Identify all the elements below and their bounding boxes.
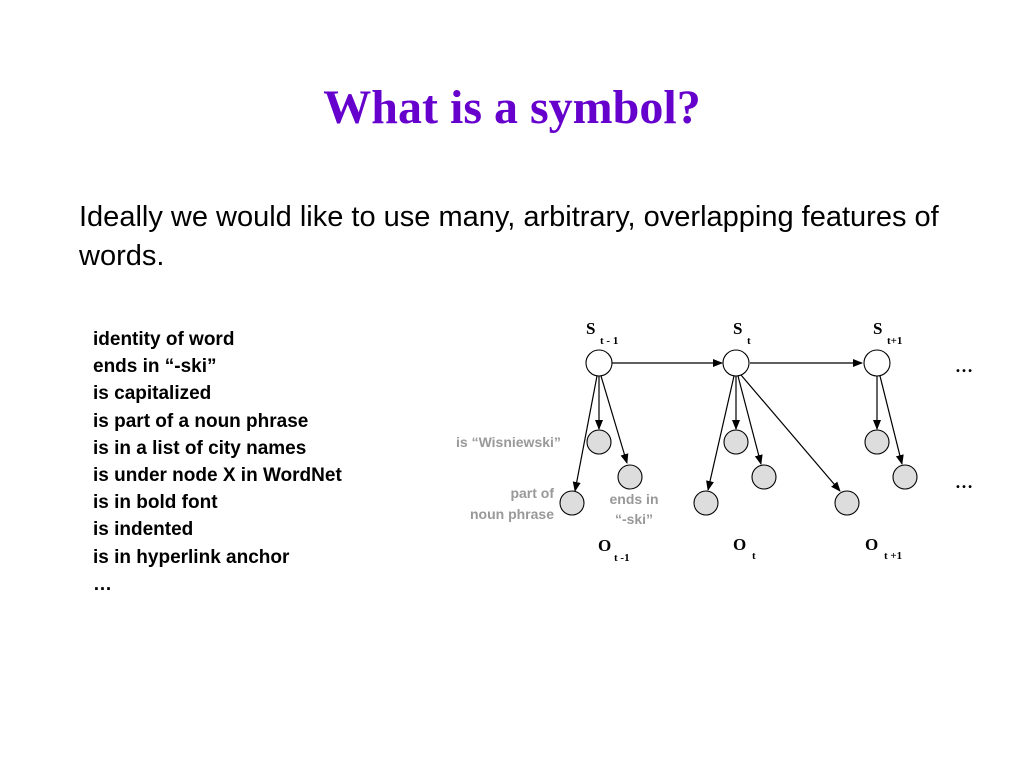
feature-item-ellipsis: … (93, 573, 112, 595)
feature-node-ends-in-ski (617, 464, 643, 490)
state-node-t-plus-1 (863, 349, 891, 377)
feature-label-wisniewski: is “Wisniewski” (456, 434, 561, 450)
feature-node (834, 490, 860, 516)
feature-node-part-of-noun-phrase (559, 490, 585, 516)
feature-item-identity: identity of word (93, 329, 235, 350)
state-label-t-plus-1: S (873, 319, 882, 338)
state-node-t-minus-1 (585, 349, 613, 377)
observation-chain-ellipsis: … (955, 472, 973, 492)
state-node-t (722, 349, 750, 377)
feature-item-hyperlink: is in hyperlink anchor (93, 546, 290, 568)
feature-label-part-of-line1: part of (510, 485, 554, 501)
obs-label-t-plus-1: O (865, 535, 878, 554)
feature-item-wordnet: is under node X in WordNet (93, 465, 342, 487)
obs-subscript-t-minus-1: t -1 (614, 552, 630, 564)
obs-label-t-minus-1: O (598, 536, 611, 555)
state-subscript-t-plus-1: t+1 (887, 335, 902, 347)
feature-node-wisniewski (586, 429, 612, 455)
feature-label-part-of-line2: noun phrase (470, 506, 554, 522)
feature-label-ends-in-line1: ends in (609, 491, 658, 507)
feature-node (723, 429, 749, 455)
emission-edge (879, 375, 904, 465)
feature-node (864, 429, 890, 455)
feature-item-noun-phrase: is part of a noun phrase (93, 410, 309, 432)
emission-edge (572, 375, 598, 492)
feature-item-indented: is indented (93, 519, 194, 541)
state-label-t: S (733, 319, 742, 338)
intro-text: Ideally we would like to use many, arbit… (79, 201, 939, 272)
emission-edge (706, 375, 735, 491)
feature-item-ends-in-ski: ends in “-ski” (93, 356, 217, 378)
obs-label-t: O (733, 535, 746, 554)
state-chain-ellipsis: … (955, 356, 973, 376)
obs-subscript-t-plus-1: t +1 (884, 550, 902, 562)
emission-edge (740, 374, 841, 492)
feature-list: identity of word ends in “-ski” is capit… (93, 326, 342, 598)
feature-label-ends-in-line2: “-ski” (615, 511, 653, 527)
feature-node (892, 464, 918, 490)
feature-node (751, 464, 777, 490)
slide-title: What is a symbol? (323, 81, 701, 134)
emission-edge (737, 375, 763, 465)
feature-node (693, 490, 719, 516)
state-label-t-minus-1: S (586, 319, 595, 338)
state-subscript-t: t (747, 335, 751, 347)
obs-subscript-t: t (752, 550, 756, 562)
emission-edge (600, 375, 629, 464)
feature-item-capitalized: is capitalized (93, 383, 212, 405)
feature-item-city-names: is in a list of city names (93, 437, 307, 459)
state-subscript-t-minus-1: t - 1 (600, 335, 618, 347)
feature-item-bold-font: is in bold font (93, 492, 218, 514)
